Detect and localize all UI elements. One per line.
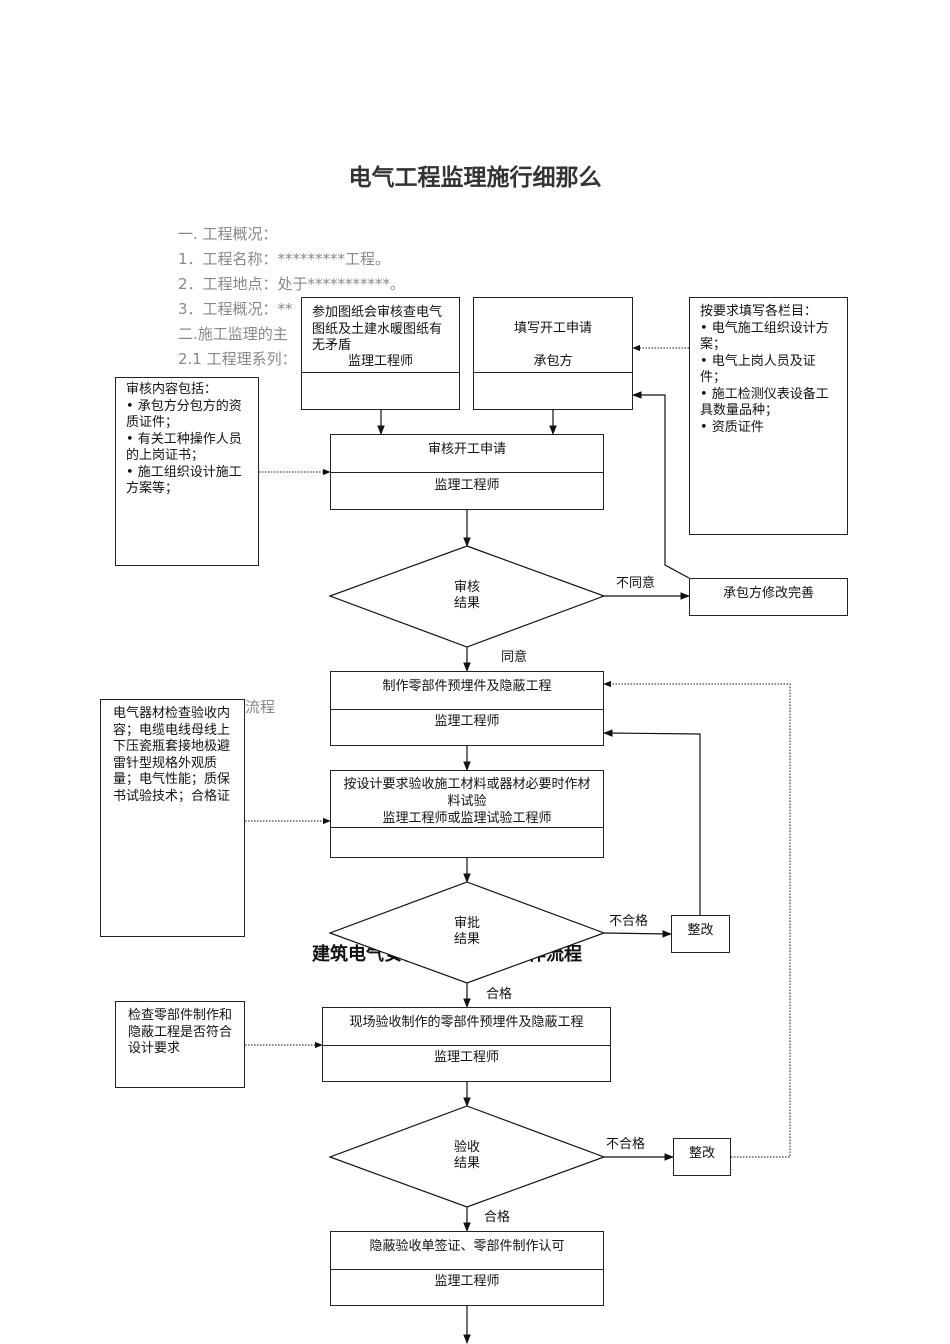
make-parts-text: 制作零部件预埋件及隐蔽工程 <box>331 672 603 710</box>
rectify-box-2: 整改 <box>673 1138 731 1176</box>
decision-review-result <box>328 545 606 648</box>
start-apply-role: 承包方 <box>533 354 573 369</box>
make-parts-role: 监理工程师 <box>434 714 500 729</box>
fill-items-note: 按要求填写各栏目： • 电气施工组织设计方案； • 电气上岗人员及证件； • 施… <box>689 297 848 535</box>
background-line-6: 2.1 工程理系列： <box>178 350 297 368</box>
background-line-1: 一. 工程概况： <box>178 225 278 243</box>
contractor-fix-box: 承包方修改完善 <box>689 578 848 616</box>
connector-fix-to-apply <box>632 391 690 579</box>
hidden-sign-box: 隐蔽验收单签证、零部件制作认可 监理工程师 <box>330 1231 604 1306</box>
connector-decision2-fail <box>603 930 672 938</box>
site-accept-box: 现场验收制作的零部件预埋件及隐蔽工程 监理工程师 <box>322 1007 611 1082</box>
label-pass-1: 合格 <box>486 987 513 1002</box>
drawing-review-text: 参加图纸会审核查电气图纸及土建水暖图纸有无矛盾 <box>302 298 459 373</box>
label-agree: 同意 <box>501 650 528 665</box>
decision-2-label: 审批 结果 <box>453 916 480 947</box>
make-parts-box: 制作零部件预埋件及隐蔽工程 监理工程师 <box>330 671 604 746</box>
decision-approval-result <box>328 881 606 984</box>
review-apply-role: 监理工程师 <box>434 478 500 493</box>
material-check-text: 按设计要求验收施工材料或器材必要时作材料试验 <box>331 771 603 828</box>
rectify-box-1: 整改 <box>671 915 730 953</box>
material-check-box: 按设计要求验收施工材料或器材必要时作材料试验 监理工程师或监理试验工程师 <box>330 770 604 858</box>
connector-rectify1-to-parts <box>603 729 701 915</box>
site-accept-text: 现场验收制作的零部件预埋件及隐蔽工程 <box>323 1008 610 1046</box>
review-apply-box: 审核开工申请 监理工程师 <box>330 434 604 510</box>
connector-rectify2-to-parts <box>603 680 791 1158</box>
decision-1-label: 审核 结果 <box>453 580 480 611</box>
start-apply-text: 填写开工申请 <box>474 298 632 373</box>
background-line-2: 1．工程名称：*********工程。 <box>178 250 391 268</box>
background-line-5: 二.施工监理的主 <box>178 325 288 343</box>
review-apply-text: 审核开工申请 <box>331 435 603 473</box>
check-parts-note: 检查零部件制作和隐蔽工程是否符合设计要求 <box>115 1001 245 1088</box>
material-content-note: 电气器材检查验收内容；电缆电线母线上下压瓷瓶套接地极避雷针型规格外观质量；电气性… <box>100 699 245 937</box>
drawing-review-role: 监理工程师 <box>347 354 413 369</box>
start-apply-box: 填写开工申请 承包方 <box>473 297 633 410</box>
label-disagree: 不同意 <box>616 576 656 591</box>
review-content-note: 审核内容包括： • 承包方分包方的资质证件； • 有关工种操作人员的上岗证书； … <box>115 377 259 566</box>
background-line-3: 2．工程地点：处于***********。 <box>178 275 406 293</box>
decision-3-label: 验收 结果 <box>453 1140 480 1171</box>
site-accept-role: 监理工程师 <box>433 1050 499 1065</box>
drawing-review-box: 参加图纸会审核查电气图纸及土建水暖图纸有无矛盾 监理工程师 <box>301 297 460 410</box>
material-check-role: 监理工程师或监理试验工程师 <box>382 811 552 826</box>
document-title: 电气工程监理施行细那么 <box>348 165 602 191</box>
label-pass-2: 合格 <box>484 1210 511 1225</box>
hidden-sign-text: 隐蔽验收单签证、零部件制作认可 <box>331 1232 603 1270</box>
background-line-4: 3．工程概况：** <box>178 300 293 318</box>
label-fail-2: 不合格 <box>606 1137 646 1152</box>
hidden-sign-role: 监理工程师 <box>434 1274 500 1289</box>
label-fail-1: 不合格 <box>609 914 649 929</box>
decision-acceptance-result <box>328 1105 606 1208</box>
